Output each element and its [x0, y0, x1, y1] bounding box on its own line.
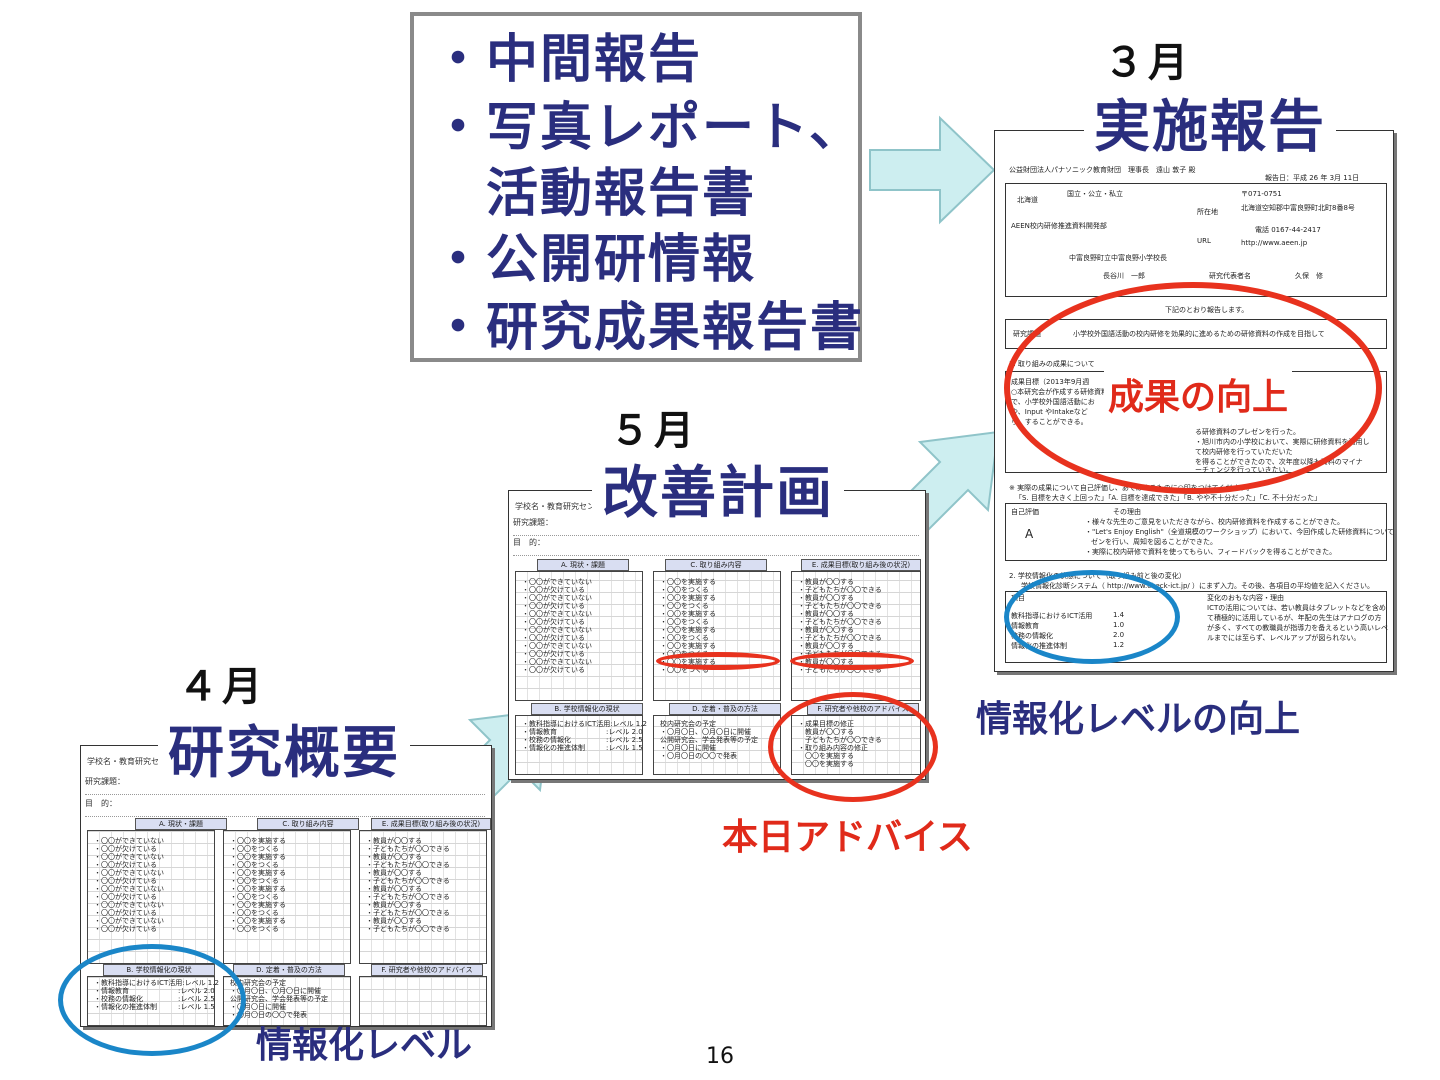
report-tel: 電話 0167-44-2417: [1255, 226, 1321, 234]
section-b-box: ・教科指導におけるICT活用:レベル 1.2 ・情報教育 :レベル 2.0 ・校…: [515, 715, 647, 775]
report-section2-note: 「S. 目標を大きく上回った」「A. 目標を達成できた」「B. やや不十分だった…: [1015, 494, 1322, 502]
april-month-label: ４月: [178, 664, 266, 710]
section-b-title: B. 学校情報化の現状: [531, 703, 643, 715]
section-d-title: D. 定着・普及の方法: [669, 703, 781, 715]
list-item: ・研究成果報告書: [432, 298, 865, 358]
section-d-box: 校内研究会の予定 ・〇月〇日、〇月〇日に開催 公開研究会、学会発表等の予定 ・〇…: [223, 976, 351, 1026]
section-e-title: E. 成果目標(取り組み後の状況): [371, 818, 491, 830]
seika-highlight-ellipse: [1004, 282, 1382, 494]
joho-level-up-caption: 情報化レベルの向上: [976, 699, 1301, 740]
report-address: 北海道空知郡中富良野町北町8番8号: [1241, 204, 1355, 212]
section-c-title: C. 取り組み内容: [257, 818, 359, 830]
report-reason-label: その理由: [1113, 508, 1141, 516]
level-up-highlight-ellipse: [1004, 570, 1180, 664]
doc-header-text: 学校名・教育研究センター名:: [515, 502, 622, 511]
section-f-box: [359, 976, 487, 1026]
arrow-right-icon: [869, 115, 996, 225]
report-date: 報告日：平成 26 年 3月 11日: [1265, 174, 1360, 182]
section-c-box: ・〇〇を実施する ・〇〇をつくる ・〇〇を実施する ・〇〇をつくる ・〇〇を実施…: [653, 571, 781, 701]
march-month-label: ３月: [1104, 40, 1192, 86]
report-leader: 長谷川 一郎: [1103, 272, 1145, 280]
report-grade: A: [1025, 527, 1034, 541]
report-url: http://www.aeen.jp: [1241, 239, 1308, 247]
report-prefecture: 北海道: [1017, 196, 1038, 204]
list-item: ・写真レポート、: [432, 98, 863, 158]
report-section3-note: 学校情報化診断システム（ http://www.check-ict.jp/ ）に…: [1021, 582, 1374, 590]
april-research-summary-document: 学校名・教育研究センター名: 研究課題： 目 的： A. 現状・課題 C. 取り…: [80, 745, 492, 1027]
report-theme-label: 研究課題: [1013, 330, 1041, 338]
report-reason-line: ・様々な先生のご意見をいただきながら、校内研修資料を作成することができた。: [1085, 518, 1344, 526]
section-a-box: ・〇〇ができていない ・〇〇が欠けている ・〇〇ができていない ・〇〇が欠けてい…: [515, 571, 643, 701]
report-change-line: ルまでには至らず、レベルアップが図られない。: [1207, 634, 1361, 642]
advice-caption: 本日アドバイス: [722, 817, 973, 858]
report-reason-line: ・実際に校内研修で資料を使ってもらい、フィードバックを得ることができた。: [1085, 548, 1337, 556]
section-f-title: F. 研究者や他校のアドバイス: [371, 964, 483, 976]
report-change-line: ICTの活用については、若い教員はタブレットなどを含め: [1207, 604, 1386, 612]
report-reason-line: ゼンを行い、周知を図ることができた。: [1091, 538, 1217, 546]
section-d-title: D. 定着・普及の方法: [233, 964, 345, 976]
report-address-label: 所在地: [1197, 208, 1218, 216]
march-title: 実施報告: [1084, 82, 1336, 163]
report-writer: 久保 修: [1295, 272, 1323, 280]
joho-level-caption: 情報化レベル: [256, 1025, 473, 1066]
joho-level-highlight-ellipse: [58, 944, 246, 1056]
doc-mokuteki-label: 目 的：: [85, 799, 117, 808]
seika-caption: 成果の向上: [1104, 368, 1293, 420]
april-title: 研究概要: [158, 708, 410, 789]
doc-header-text: 学校名・教育研究センター名:: [87, 757, 194, 766]
doc-mokuteki-label: 目 的：: [513, 538, 545, 547]
report-reason-line: ・"Let's Enjoy English"（全道規模のワークショップ）において…: [1085, 528, 1394, 536]
may-month-label: ５月: [610, 408, 698, 454]
report-change-line: て積極的に活用しているが、年配の先生はアナログの方: [1207, 614, 1382, 622]
report-zip: 〒071-0751: [1241, 190, 1282, 198]
report-change-line: が多く、すべての教職員が指導力を备えるという高いレベ: [1207, 624, 1389, 632]
page-number: 16: [706, 1044, 734, 1069]
report-group-name: AEEN校内研修推進資料開発部: [1011, 222, 1107, 230]
section-d-box: 校内研究会の予定 ・〇月〇日、〇月〇日に開催 公開研究会、学会発表等の予定 ・〇…: [653, 715, 781, 775]
report-info-table: [1005, 183, 1387, 297]
list-item: ・公開研情報: [432, 230, 757, 290]
advice-highlight-ellipse: [768, 692, 938, 802]
section-a-title: A. 現状・課題: [537, 559, 629, 571]
section-c-title: C. 取り組み内容: [665, 559, 767, 571]
report-self-eval-label: 自己評価: [1011, 508, 1039, 516]
report-school: 中富良野町立中富良野小学校長: [1069, 254, 1167, 262]
doc-kadai-label: 研究課題：: [85, 777, 125, 786]
section-a-box: ・〇〇ができていない ・〇〇が欠けている ・〇〇ができていない ・〇〇が欠けてい…: [87, 830, 215, 964]
summary-list-box: ・中間報告 ・写真レポート、 活動報告書 ・公開研情報 ・研究成果報告書: [410, 12, 862, 362]
section-e-box: ・教員が〇〇する ・子どもたちが〇〇できる ・教員が〇〇する ・子どもたちが〇〇…: [359, 830, 487, 964]
section-e-box: ・教員が〇〇する ・子どもたちが〇〇できる ・教員が〇〇する ・子どもたちが〇〇…: [791, 571, 921, 701]
report-writer-label: 研究代表者名: [1209, 272, 1251, 280]
list-item: 活動報告書: [432, 164, 757, 224]
report-url-label: URL: [1197, 237, 1211, 245]
section-e-title: E. 成果目標(取り組み後の状況): [801, 559, 921, 571]
list-item: ・中間報告: [432, 30, 703, 90]
c-section-highlight-ellipse: [656, 652, 780, 670]
e-section-highlight-ellipse: [790, 652, 914, 670]
report-addressee: 公益財団法人パナソニック教育財団 理事長 遠山 敦子 殿: [1009, 166, 1196, 174]
report-eval-box: [1005, 503, 1387, 561]
section-c-box: ・〇〇を実施する ・〇〇をつくる ・〇〇を実施する ・〇〇をつくる ・〇〇を実施…: [223, 830, 351, 964]
may-title: 改善計画: [592, 448, 844, 529]
report-change-label: 変化のおもな内容・理由: [1207, 594, 1284, 602]
section-a-title: A. 現状・課題: [135, 818, 227, 830]
report-school-type: 国立・公立・私立: [1067, 190, 1123, 198]
doc-kadai-label: 研究課題：: [513, 518, 553, 527]
